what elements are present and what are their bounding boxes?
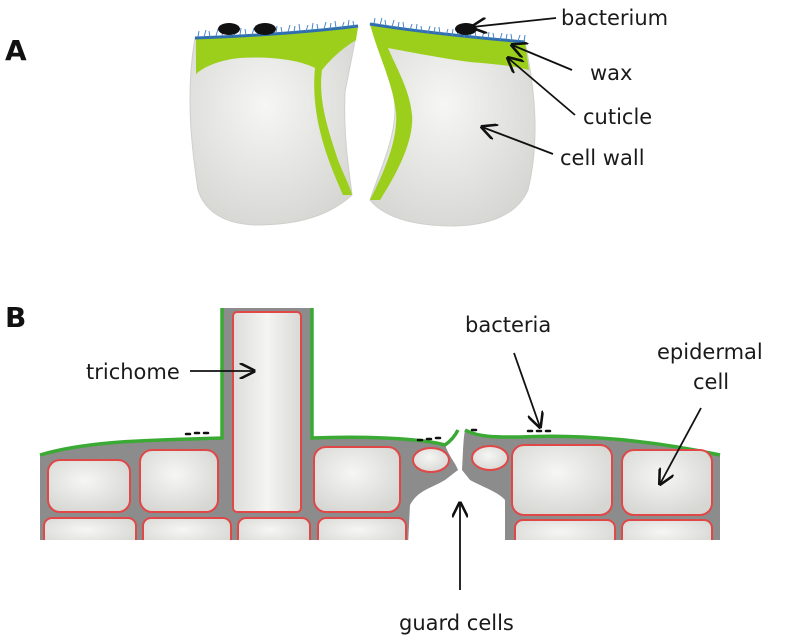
label-guard-cells: guard cells — [399, 611, 514, 635]
trichome — [232, 311, 302, 513]
label-cell: cell — [693, 370, 729, 394]
bacteria-arrow — [513, 352, 540, 427]
guard-cell-b-right — [471, 445, 509, 471]
surface-cuticle-right — [464, 428, 721, 457]
label-trichome: trichome — [86, 360, 180, 384]
label-cell-wall: cell wall — [560, 146, 645, 170]
epidermal-arrow — [660, 407, 702, 484]
guard-cell-b-left — [412, 447, 450, 473]
cell-wall-arrow — [482, 127, 554, 155]
tissue-right — [462, 428, 725, 552]
label-bacteria: bacteria — [465, 313, 551, 337]
surface-cuticle-left — [39, 308, 460, 457]
panel-b-annotations: trichome bacteria epidermal cell guard c… — [86, 313, 763, 635]
wax-layer-left — [194, 24, 359, 40]
tissue-left — [36, 308, 460, 552]
panel-b-letter: B — [5, 301, 26, 334]
bacterium-icon — [455, 23, 477, 35]
bacterium-icon — [218, 23, 240, 35]
panel-a-letter: A — [5, 34, 27, 67]
label-bacterium: bacterium — [561, 6, 668, 30]
panel-a-annotations: bacterium wax cuticle cell wall — [472, 6, 668, 170]
guard-cell-left — [189, 19, 359, 226]
guard-cell-right — [369, 17, 536, 227]
bacterium-arrow — [472, 17, 557, 27]
label-epidermal: epidermal — [657, 340, 763, 364]
label-wax: wax — [590, 61, 632, 85]
bacterium-icon — [254, 23, 276, 35]
wax-layer-right — [369, 22, 526, 44]
wax-arrow — [512, 45, 573, 71]
cuticle-layer-left — [196, 26, 358, 195]
label-cuticle: cuticle — [583, 105, 652, 129]
cuticle-arrow — [508, 58, 576, 116]
